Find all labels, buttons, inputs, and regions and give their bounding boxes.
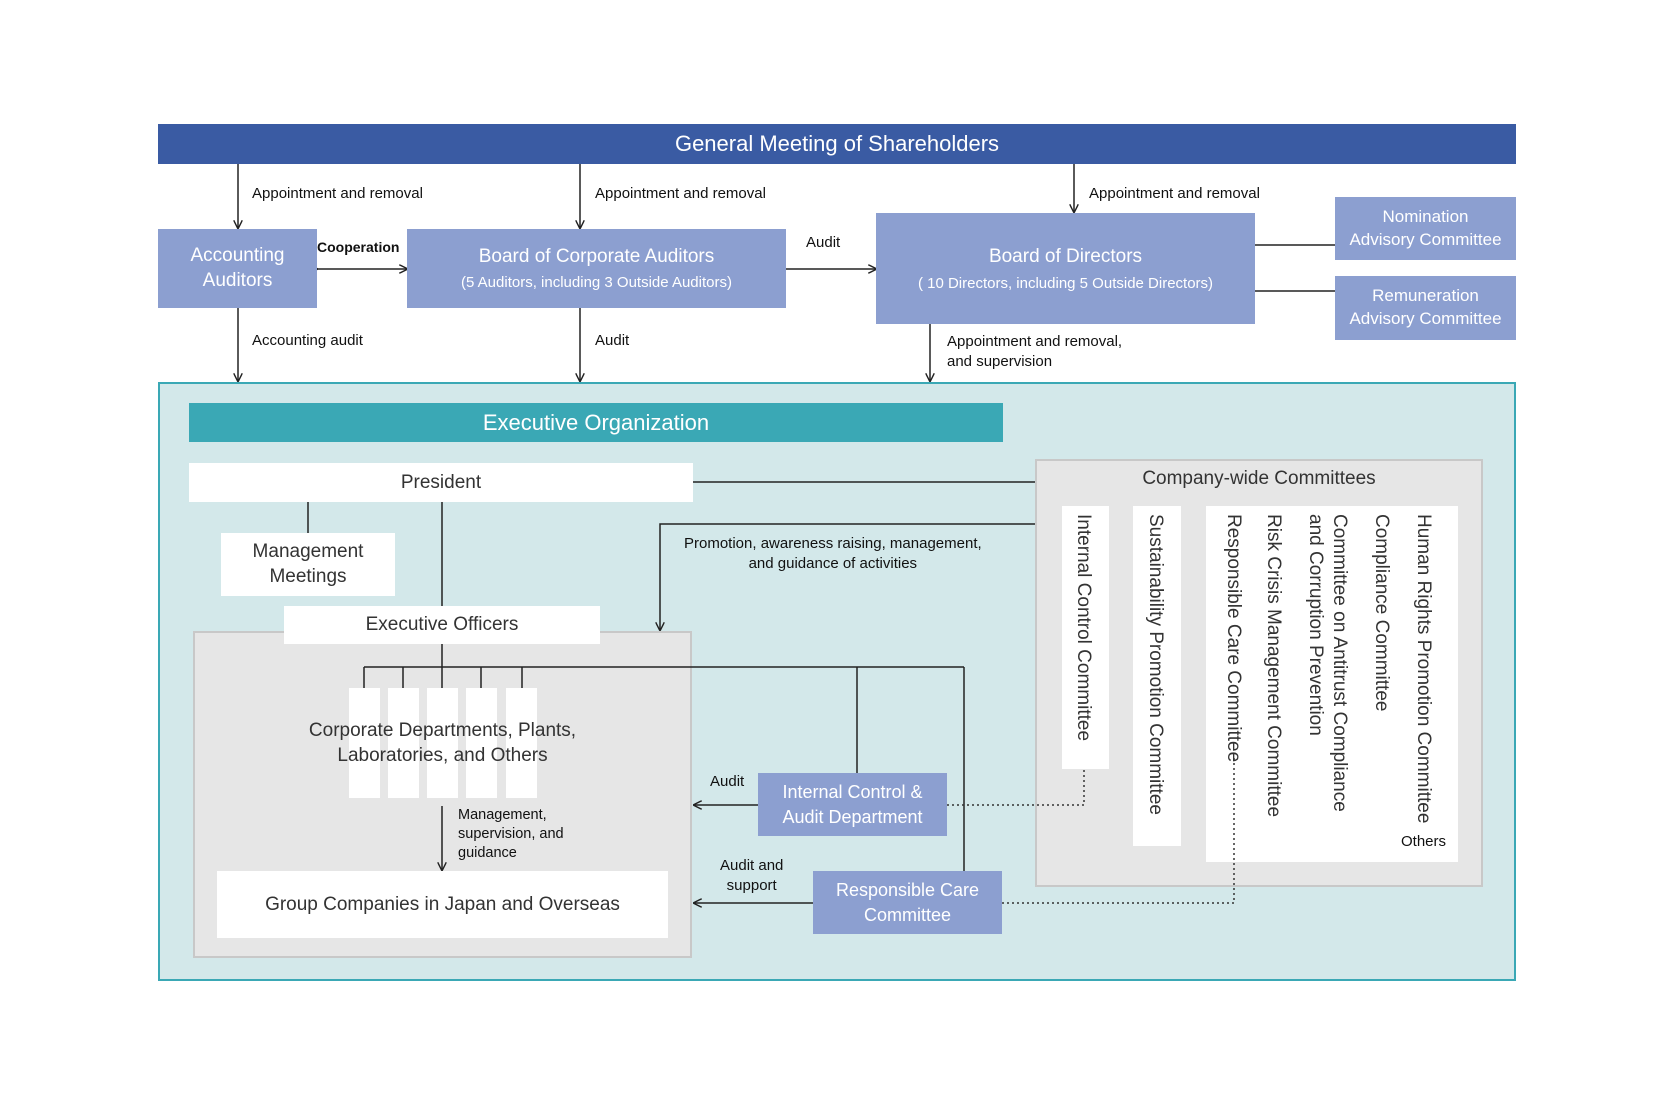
committee-corruption-prevention: and Corruption Prevention	[1305, 514, 1326, 736]
remuneration-committee-box: Remuneration Advisory Committee	[1335, 276, 1516, 340]
label-promotion: Promotion, awareness raising, management…	[684, 535, 982, 572]
label-appointment-supervision: Appointment and removal, and supervision	[947, 333, 1123, 370]
committee-panel-others	[1206, 506, 1458, 862]
dept-column	[466, 688, 497, 798]
executive-org-header: Executive Organization	[189, 403, 1003, 442]
executive-officers-box: Executive Officers	[284, 606, 600, 644]
internal-control-dept-label: Internal Control & Audit Department	[782, 782, 923, 827]
promotion-arrow	[660, 523, 1035, 630]
dept-column	[427, 688, 458, 798]
president-box: President	[189, 463, 693, 502]
shareholders-header: General Meeting of Shareholders	[158, 124, 1516, 164]
committee-compliance: Compliance Committee	[1371, 514, 1392, 712]
president-label: President	[400, 471, 482, 493]
responsible-care-label: Responsible Care Committee	[835, 880, 980, 925]
label-cooperation: Cooperation	[317, 239, 400, 255]
corporate-auditors-box: Board of Corporate Auditors (5 Auditors,…	[407, 229, 786, 308]
executive-org-title: Executive Organization	[482, 409, 710, 435]
committee-panel-sustainability	[1133, 506, 1181, 846]
committee-human-rights: Human Rights Promotion Committee	[1413, 514, 1434, 824]
company-wide-title-area: Company-wide Committees	[1035, 463, 1483, 495]
dept-column	[388, 688, 419, 798]
dotted-link-internal	[947, 769, 1085, 806]
committee-sustainability: Sustainability Promotion Committee	[1145, 514, 1166, 815]
directors-sub: ( 10 Directors, including 5 Outside Dire…	[917, 274, 1214, 292]
shareholders-title: General Meeting of Shareholders	[674, 131, 1000, 156]
corporate-departments-label-area: Corporate Departments, Plants, Laborator…	[290, 714, 595, 774]
label-appointment-1: Appointment and removal	[252, 185, 423, 202]
committee-risk-crisis: Risk Crisis Management Committee	[1263, 514, 1284, 818]
nomination-committee-box: Nomination Advisory Committee	[1335, 197, 1516, 260]
management-meetings-label: Management Meetings	[252, 540, 364, 587]
label-accounting-audit: Accounting audit	[252, 332, 363, 349]
corporate-departments-label: Corporate Departments, Plants, Laborator…	[308, 720, 577, 766]
committee-antitrust: Committee on Antitrust Compliance	[1329, 514, 1350, 812]
nomination-committee-label: Nomination Advisory Committee	[1349, 206, 1502, 249]
accounting-auditors-box: Accounting Auditors	[158, 229, 317, 308]
corporate-auditors-sub: (5 Auditors, including 3 Outside Auditor…	[461, 274, 732, 291]
group-companies-box: Group Companies in Japan and Overseas	[217, 871, 668, 938]
label-audit-top: Audit	[806, 234, 841, 251]
company-wide-title: Company-wide Committees	[1142, 468, 1376, 489]
committee-responsible-care: Responsible Care Committee	[1223, 514, 1244, 763]
others-label: Others	[1401, 833, 1447, 850]
committee-internal-control: Internal Control Committee	[1073, 514, 1094, 742]
accounting-auditors-label: Accounting Auditors	[190, 244, 285, 291]
corporate-auditors-title: Board of Corporate Auditors	[478, 246, 715, 267]
label-management-supervision: Management, supervision, and guidance	[458, 807, 564, 861]
label-appointment-3: Appointment and removal	[1089, 185, 1260, 202]
dept-column	[506, 688, 537, 798]
management-meetings-box: Management Meetings	[221, 533, 395, 596]
dotted-link-responsible	[1002, 755, 1235, 904]
remuneration-committee-label: Remuneration Advisory Committee	[1349, 286, 1502, 328]
directors-box: Board of Directors ( 10 Directors, inclu…	[876, 213, 1255, 324]
group-companies-label: Group Companies in Japan and Overseas	[265, 893, 620, 915]
directors-title: Board of Directors	[988, 245, 1143, 267]
dept-column	[349, 688, 380, 798]
executive-officers-label: Executive Officers	[365, 614, 519, 635]
label-audit-support: Audit and support	[720, 857, 784, 894]
committee-panel-internal-control	[1062, 506, 1109, 769]
responsible-care-box: Responsible Care Committee	[813, 871, 1002, 934]
label-appointment-2: Appointment and removal	[595, 185, 766, 202]
internal-control-dept-box: Internal Control & Audit Department	[758, 773, 947, 836]
label-audit-mid: Audit	[595, 332, 630, 349]
label-audit-internal: Audit	[710, 773, 745, 790]
